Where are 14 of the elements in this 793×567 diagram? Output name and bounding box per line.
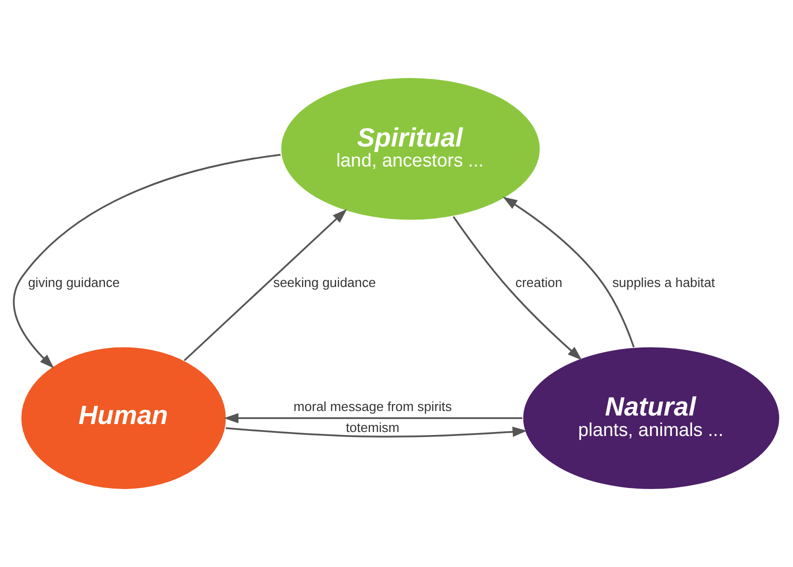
arrow <box>12 154 281 368</box>
edge-label: supplies a habitat <box>612 274 715 290</box>
arrow <box>226 426 528 438</box>
edge-label: creation <box>515 274 562 290</box>
arrow <box>502 196 635 348</box>
arrow <box>184 209 347 362</box>
node-ellipse: Human <box>20 346 227 490</box>
edge-label: totemism <box>346 420 400 436</box>
edge-label: seeking guidance <box>273 274 376 290</box>
node-ellipse: Spiritual land, ancestors ... <box>280 76 541 221</box>
edge-label: giving guidance <box>28 274 120 290</box>
arrow <box>224 413 522 424</box>
edge-label: moral message from spirits <box>294 399 452 414</box>
arrow <box>452 216 582 360</box>
